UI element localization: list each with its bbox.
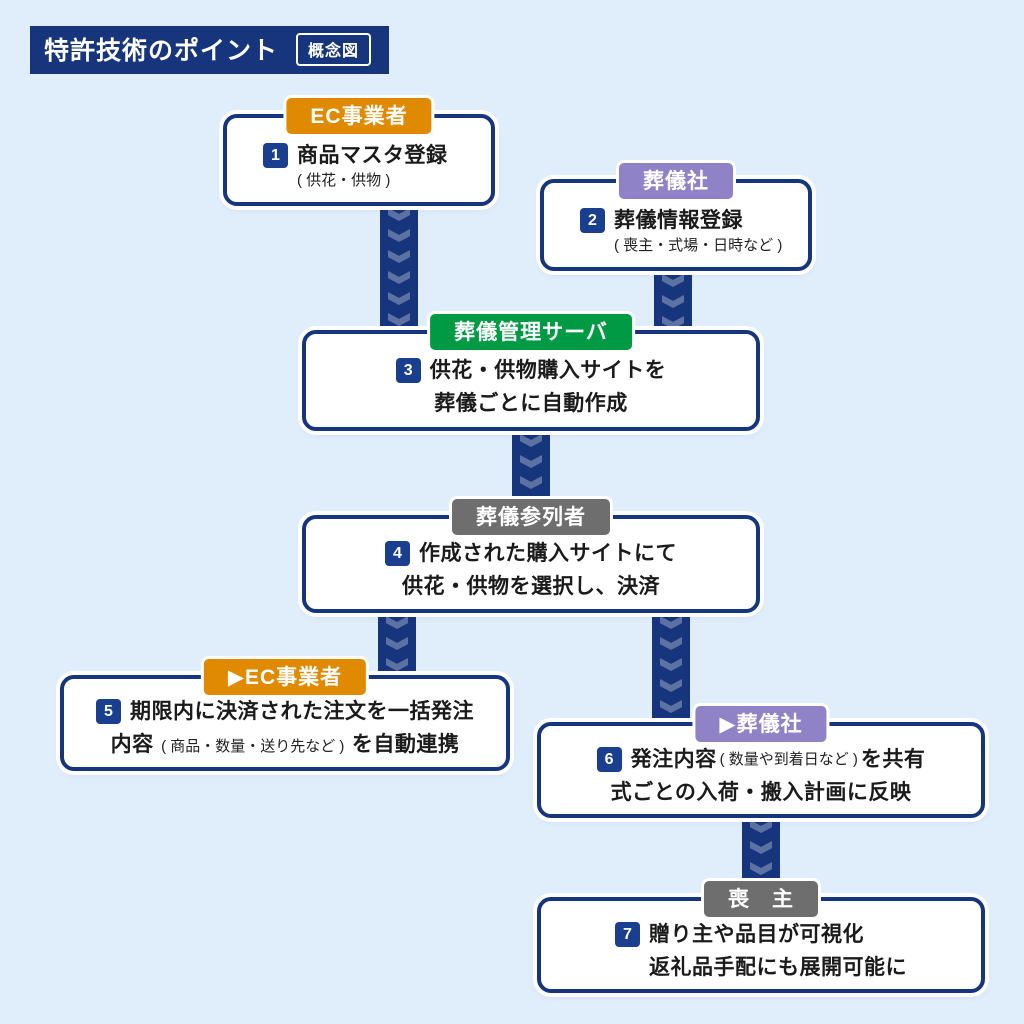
node-line-1: 期限内に決済された注文を一括発注 xyxy=(130,700,474,723)
chevron-down-icon xyxy=(662,274,684,287)
step-badge-5: 5 xyxy=(96,699,121,724)
step-badge-1: 1 xyxy=(263,143,288,168)
chevron-down-icon xyxy=(660,700,682,713)
node-line-1-bold: 発注内容 xyxy=(630,748,717,771)
flow-node-funeral-company: 葬儀社 2 葬儀情報登録 ( 喪主・式場・日時など ) xyxy=(540,163,812,271)
actor-tag-funeral-company-2: ▶葬儀社 xyxy=(695,706,827,742)
actor-tag-funeral-attendees: 葬儀参列者 xyxy=(452,499,610,535)
chevron-down-icon xyxy=(660,679,682,692)
actor-tag-ec-operator-2: ▶EC事業者 xyxy=(203,659,367,695)
chevron-down-icon xyxy=(662,316,684,329)
chevron-down-icon xyxy=(750,841,772,854)
node-line-2: 返礼品手配にも展開可能に xyxy=(649,956,907,979)
chevron-down-icon xyxy=(520,455,542,468)
chevron-down-icon xyxy=(520,434,542,447)
flow-node-chief-mourner: 喪 主 7 贈り主や品目が可視化 返礼品手配にも展開可能に xyxy=(537,881,985,993)
step-badge-3: 3 xyxy=(395,357,421,383)
node-line-2: 式ごとの入荷・搬入計画に反映 xyxy=(610,781,912,804)
node-line-1: 供花・供物購入サイトを xyxy=(429,358,667,382)
node-title: 商品マスタ登録 xyxy=(297,144,448,167)
flow-node-funeral-management-server: 葬儀管理サーバ 3 供花・供物購入サイトを 葬儀ごとに自動作成 xyxy=(302,314,760,431)
node-line-2-detail: ( 商品・数量・送り先など ) xyxy=(161,738,345,755)
node-note: ( 喪主・式場・日時など ) xyxy=(614,237,783,254)
actor-tag-funeral-company: 葬儀社 xyxy=(619,163,733,199)
chevron-down-icon xyxy=(386,658,408,671)
chevron-down-icon xyxy=(388,208,410,221)
node-line-2: 葬儀ごとに自動作成 xyxy=(434,391,628,415)
chevron-down-icon xyxy=(662,295,684,308)
actor-tag-ec-operator: EC事業者 xyxy=(286,98,432,134)
node-line-2: 供花・供物を選択し、決済 xyxy=(402,575,660,598)
chevron-down-icon xyxy=(660,637,682,650)
title-bar: 特許技術のポイント 概念図 xyxy=(30,26,390,74)
node-line-1: 贈り主や品目が可視化 xyxy=(649,923,864,946)
node-line-2-bold-end: を自動連携 xyxy=(351,733,460,756)
concept-figure-badge: 概念図 xyxy=(296,32,372,66)
chevron-down-icon xyxy=(388,229,410,242)
chevron-down-icon xyxy=(750,820,772,833)
flow-node-funeral-company-logistics: ▶葬儀社 6 発注内容 ( 数量や到着日など ) を共有 式ごとの入荷・搬入計画… xyxy=(537,706,985,818)
actor-tag-funeral-management-server: 葬儀管理サーバ xyxy=(430,314,632,350)
chevron-down-icon xyxy=(386,637,408,650)
node-title: 葬儀情報登録 xyxy=(614,209,743,232)
chevron-down-icon xyxy=(660,616,682,629)
chevron-down-icon xyxy=(386,616,408,629)
chevron-down-icon xyxy=(388,271,410,284)
actor-tag-chief-mourner: 喪 主 xyxy=(704,881,818,917)
chevron-down-icon xyxy=(660,658,682,671)
flow-node-ec-operator: EC事業者 1 商品マスタ登録 ( 供花・供物 ) xyxy=(223,98,495,206)
node-line-1-bold-end: を共有 xyxy=(860,748,926,771)
chevron-down-icon xyxy=(388,313,410,326)
chevron-down-icon xyxy=(750,862,772,875)
step-badge-6: 6 xyxy=(596,747,622,772)
step-badge-2: 2 xyxy=(580,208,605,233)
flow-arrow-node4-to-node6 xyxy=(652,606,690,740)
chevron-down-icon xyxy=(520,476,542,489)
flow-node-ec-operator-fulfillment: ▶EC事業者 5 期限内に決済された注文を一括発注 内容 ( 商品・数量・送り先… xyxy=(60,659,510,771)
step-badge-4: 4 xyxy=(385,541,410,566)
step-badge-7: 7 xyxy=(615,922,640,947)
node-line-1: 作成された購入サイトにて xyxy=(419,542,677,565)
flow-arrow-node1-to-node3 xyxy=(380,198,418,348)
chevron-down-icon xyxy=(388,250,410,263)
node-line-2-bold: 内容 xyxy=(110,733,154,756)
page-title: 特許技術のポイント xyxy=(44,37,279,65)
node-line-1-detail: ( 数量や到着日など ) xyxy=(719,751,858,768)
flow-node-funeral-attendees: 葬儀参列者 4 作成された購入サイトにて 供花・供物を選択し、決済 xyxy=(302,499,760,613)
chevron-down-icon xyxy=(388,292,410,305)
node-note: ( 供花・供物 ) xyxy=(297,172,391,189)
